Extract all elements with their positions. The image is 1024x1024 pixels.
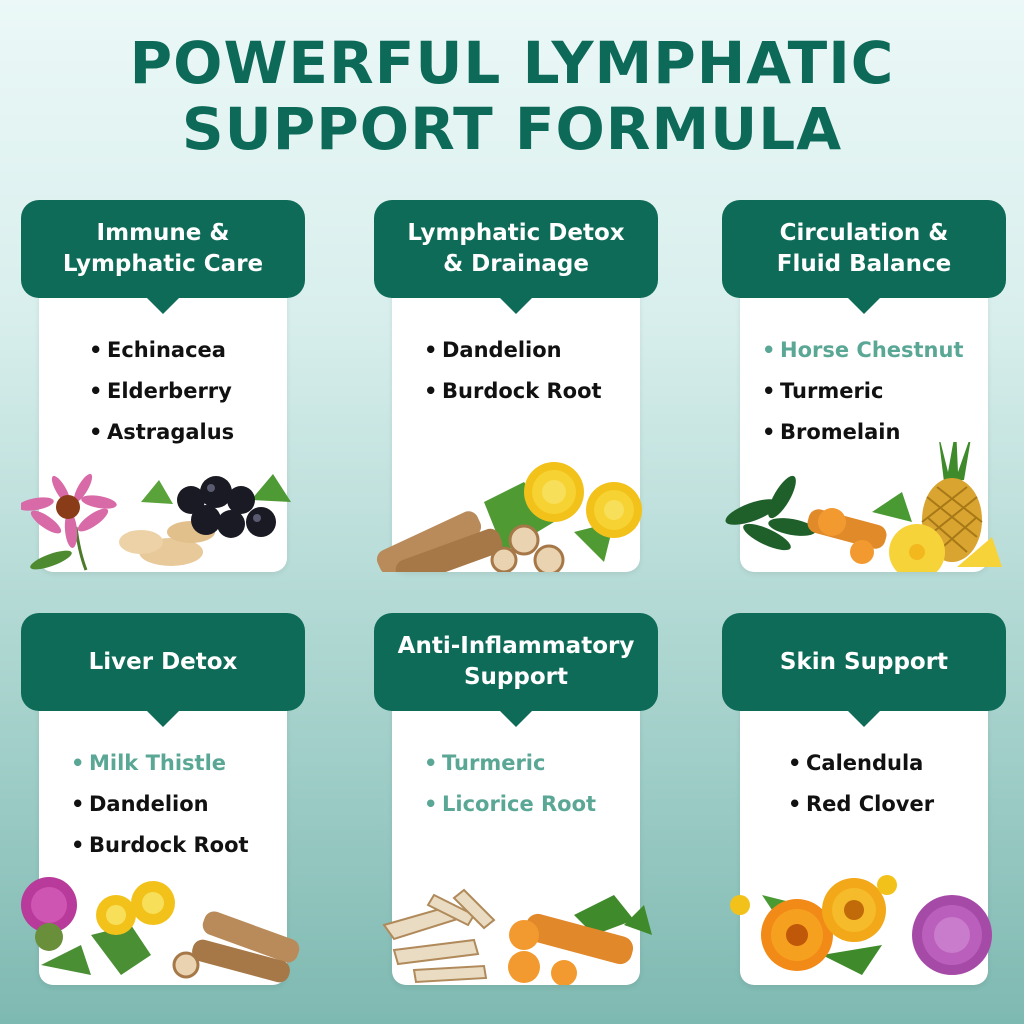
card-banner: Skin Support [722, 613, 1006, 727]
list-item: •Red Clover [788, 792, 935, 816]
card-banner: Liver Detox [21, 613, 305, 727]
card-banner: Immune & Lymphatic Care [21, 200, 305, 314]
card-title: Anti-Inflammatory Support [397, 633, 635, 690]
licorice-turmeric-icon [382, 888, 652, 985]
card-banner: Anti-Inflammatory Support [374, 613, 658, 727]
thistle-dandelion-burdock-icon [21, 877, 300, 983]
list-item: •Turmeric [424, 751, 546, 775]
ingredient-list: •Calendula •Red Clover [788, 743, 934, 825]
card-liver-detox: Liver Detox •Milk Thistle •Dandelion •Bu… [21, 613, 305, 985]
card-anti-inflammatory: Anti-Inflammatory Support •Turmeric •Lic… [374, 613, 658, 985]
calendula-red-clover-icon [730, 875, 992, 975]
dandelion-burdock-icon [376, 462, 642, 572]
list-item: •Elderberry [89, 379, 232, 403]
list-item: •Burdock Root [424, 379, 602, 403]
page-title: POWERFUL LYMPHATIC SUPPORT FORMULA [0, 30, 1024, 162]
ingredient-list: •Milk Thistle •Dandelion •Burdock Root [71, 743, 249, 866]
echinacea-elderberry-astragalus-icon [21, 473, 291, 571]
card-title: Lymphatic Detox & Drainage [407, 220, 625, 277]
list-item: •Burdock Root [71, 833, 249, 857]
list-item: •Licorice Root [424, 792, 597, 816]
card-circulation: Circulation & Fluid Balance •Horse Chest… [722, 200, 1006, 572]
card-title: Immune & Lymphatic Care [62, 220, 264, 277]
list-item: •Dandelion [71, 792, 209, 816]
title-line-1: POWERFUL LYMPHATIC [129, 29, 895, 97]
list-item: •Echinacea [89, 338, 226, 362]
card-title: Skin Support [779, 648, 949, 675]
list-item: •Bromelain [762, 420, 901, 444]
card-immune-lymphatic: Immune & Lymphatic Care •Echinacea •Elde… [21, 200, 305, 572]
card-banner: Lymphatic Detox & Drainage [374, 200, 658, 314]
ingredient-list: •Echinacea •Elderberry •Astragalus [89, 330, 234, 453]
list-item: •Astragalus [89, 420, 235, 444]
ingredient-list: •Turmeric •Licorice Root [424, 743, 596, 825]
card-title: Circulation & Fluid Balance [776, 220, 952, 277]
list-item: •Calendula [788, 751, 924, 775]
card-panel [39, 270, 287, 572]
list-item: •Milk Thistle [71, 751, 227, 775]
pineapple-turmeric-chestnut-icon [725, 442, 1002, 572]
title-line-2: SUPPORT FORMULA [181, 95, 843, 163]
card-lymphatic-detox: Lymphatic Detox & Drainage •Dandelion •B… [374, 200, 658, 572]
list-item: •Turmeric [762, 379, 884, 403]
ingredient-list: •Horse Chestnut •Turmeric •Bromelain [762, 330, 964, 453]
card-title: Liver Detox [88, 648, 238, 675]
list-item: •Dandelion [424, 338, 562, 362]
card-banner: Circulation & Fluid Balance [722, 200, 1006, 314]
ingredient-list: •Dandelion •Burdock Root [424, 330, 602, 412]
card-skin-support: Skin Support •Calendula •Red Clover [722, 613, 1006, 985]
list-item: •Horse Chestnut [762, 338, 964, 362]
